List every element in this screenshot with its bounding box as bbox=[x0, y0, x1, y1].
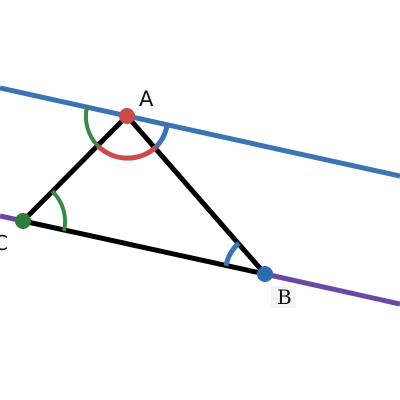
angle-c-arc bbox=[50, 189, 68, 232]
point-b[interactable] bbox=[257, 266, 273, 282]
side-ab bbox=[124, 113, 268, 277]
parallel-line-through-a bbox=[0, 85, 400, 179]
angle-b-arc bbox=[223, 241, 241, 267]
point-a[interactable] bbox=[119, 108, 135, 124]
point-a-label: A bbox=[139, 87, 154, 111]
angle-a-interior-arc bbox=[96, 144, 158, 161]
point-c[interactable] bbox=[15, 213, 31, 229]
point-b-label: B bbox=[271, 286, 296, 308]
base-line-extension-right bbox=[264, 271, 400, 307]
angle-a-alternate-b-arc bbox=[154, 125, 170, 149]
side-ac bbox=[20, 113, 130, 224]
angle-a-alternate-c-arc bbox=[83, 106, 100, 148]
point-c-label: C bbox=[0, 231, 8, 255]
